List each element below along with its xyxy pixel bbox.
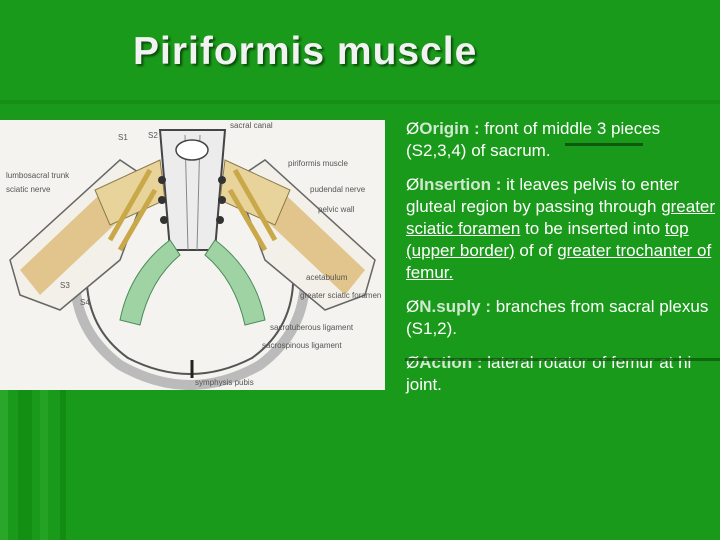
anatomy-figure: S1 S2 sacral canal piriformis muscle lum…	[0, 120, 385, 390]
insertion-link-border: top (upper border)	[406, 219, 689, 260]
insertion-link-trochanter: greater trochanter of femur.	[406, 241, 712, 282]
slide-title: Piriformis muscle	[133, 30, 478, 73]
divider-line	[565, 143, 643, 146]
label-pelvic-wall: pelvic wall	[318, 205, 355, 214]
label-acetabulum: acetabulum	[306, 273, 348, 282]
label-s1: S1	[118, 133, 128, 142]
label-sacrotuberous: sacrotuberous ligament	[270, 323, 354, 332]
insertion-text-3: of of	[514, 241, 558, 260]
arrow-bullet-icon: Ø	[406, 119, 420, 138]
label-lumbosacral: lumbosacral trunk	[6, 171, 70, 180]
divider-line	[405, 358, 720, 361]
label-pudendal: pudendal nerve	[310, 185, 366, 194]
nerve-heading: N.suply :	[419, 297, 492, 316]
origin-text: front of middle 3 pieces (S2,3,4) of sac…	[406, 119, 661, 160]
bullet-nerve-supply: ØN.suply : branches from sacral plexus (…	[406, 296, 716, 340]
action-text: lateral rotator of femur at hi joint.	[406, 353, 692, 394]
action-heading: Action :	[419, 353, 483, 372]
bullet-list: ØOrigin : front of middle 3 pieces (S2,3…	[406, 118, 716, 408]
bullet-insertion: ØInsertion : it leaves pelvis to enter g…	[406, 174, 716, 284]
label-s4: S4	[80, 298, 90, 307]
insertion-text-2: to be inserted into	[520, 219, 665, 238]
arrow-bullet-icon: Ø	[406, 353, 420, 372]
label-sciatic: sciatic nerve	[6, 185, 51, 194]
arrow-bullet-icon: Ø	[406, 297, 420, 316]
arrow-bullet-icon: Ø	[406, 175, 420, 194]
label-s2: S2	[148, 131, 158, 140]
origin-heading: Origin :	[419, 119, 480, 138]
bullet-action: ØAction : lateral rotator of femur at hi…	[406, 352, 716, 396]
label-symphysis: symphysis pubis	[195, 378, 254, 387]
insertion-heading: Insertion :	[419, 175, 502, 194]
bullet-origin: ØOrigin : front of middle 3 pieces (S2,3…	[406, 118, 716, 162]
label-piriformis: piriformis muscle	[288, 159, 349, 168]
label-s3: S3	[60, 281, 70, 290]
label-greater-sciatic: greater sciatic foramen	[300, 291, 381, 300]
nerve-text: branches from sacral plexus (S1,2).	[406, 297, 709, 338]
insertion-text-1: it leaves pelvis to enter gluteal region…	[406, 175, 680, 216]
label-sacral-canal: sacral canal	[230, 121, 273, 130]
insertion-link-foramen: greater sciatic foramen	[406, 197, 716, 238]
label-sacrospinous: sacrospinous ligament	[262, 341, 342, 350]
